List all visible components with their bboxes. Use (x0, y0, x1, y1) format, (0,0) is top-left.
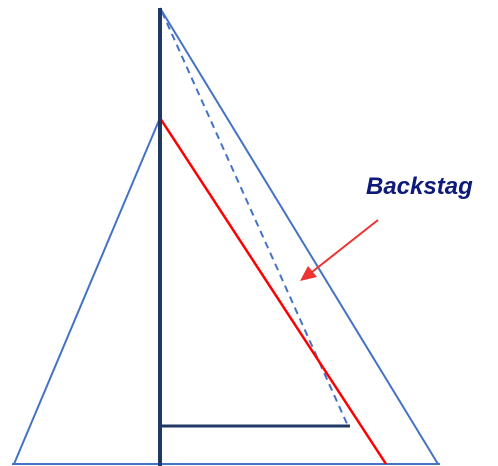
backstag-label: Backstag (366, 173, 473, 200)
forestay-line (159, 7, 439, 465)
outer-sail-triangle (12, 117, 161, 465)
backstag-line (158, 117, 388, 465)
backstag-arrow (300, 219, 379, 281)
arrow-shaft (311, 219, 379, 273)
arrow-head (300, 266, 317, 281)
